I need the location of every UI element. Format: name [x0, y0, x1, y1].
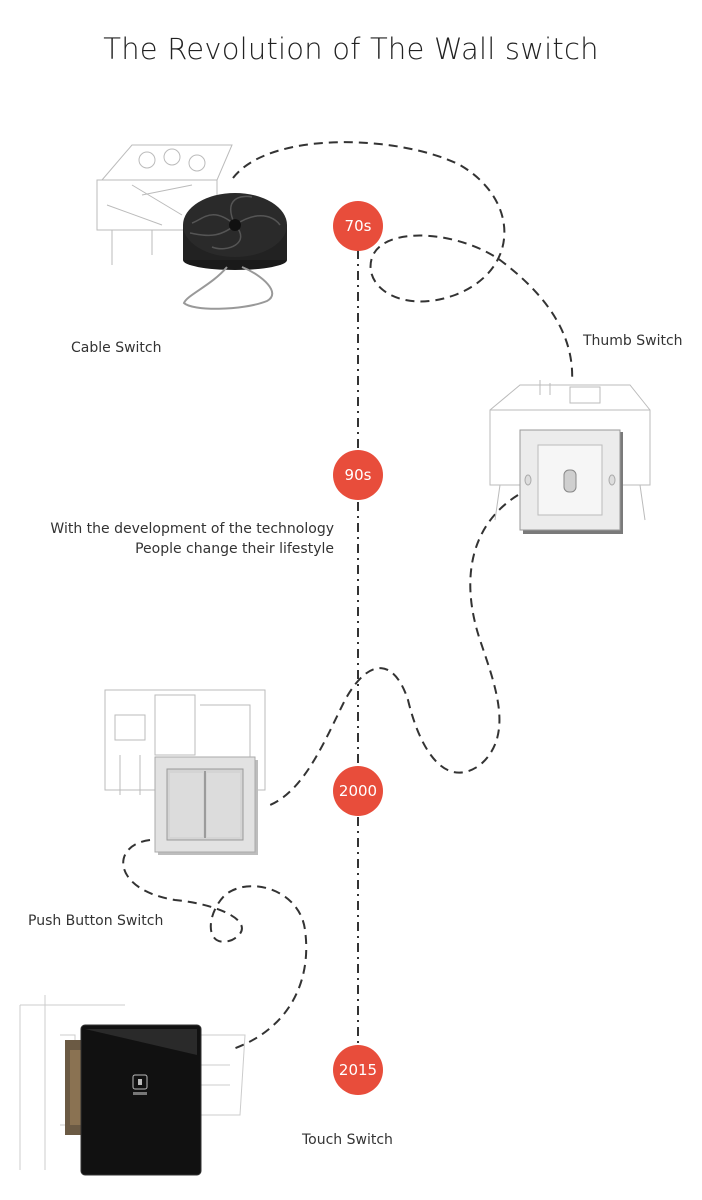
- caption-line-2: People change their lifestyle: [135, 541, 334, 557]
- push-button-switch-image: [104, 689, 266, 855]
- journey-path-2000-to-2015: [122, 839, 308, 1051]
- cable-switch-image: [96, 144, 287, 310]
- cable-switch-label: Cable Switch: [71, 340, 162, 356]
- journey-path-90s-to-2000: [269, 494, 519, 806]
- thumb-switch-label: Thumb Switch: [583, 333, 683, 349]
- era-badge-2000: 2000: [333, 766, 383, 816]
- era-badge-90s: 90s: [333, 450, 383, 500]
- era-badge-70s: 70s: [333, 201, 383, 251]
- era-badge-2015: 2015: [333, 1045, 383, 1095]
- page-title: The Revolution of The Wall switch: [103, 32, 599, 66]
- push-button-switch-label: Push Button Switch: [28, 913, 164, 929]
- touch-switch-image: [19, 995, 246, 1176]
- touch-switch-label: Touch Switch: [302, 1132, 393, 1148]
- thumb-switch-image: [489, 380, 651, 534]
- caption-line-1: With the development of the technology: [50, 521, 334, 537]
